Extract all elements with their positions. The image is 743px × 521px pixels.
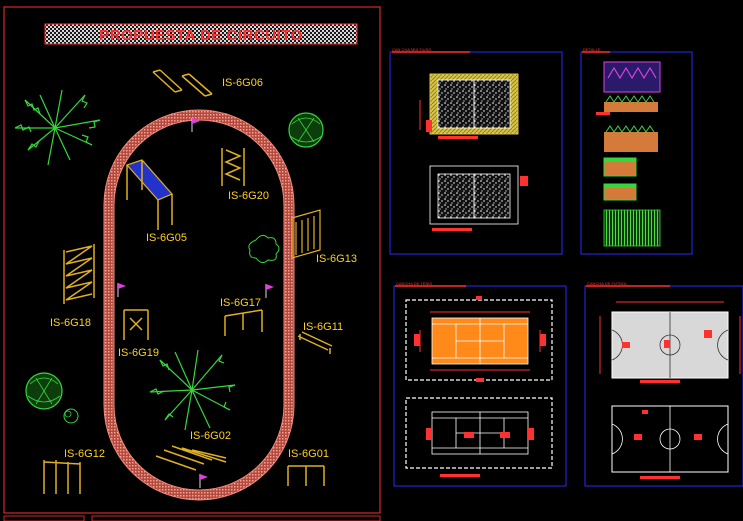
title-banner: PROPUESTA DE CIRCUITO — [44, 23, 358, 45]
equipment-is-6g05-icon — [125, 159, 173, 230]
label-is-6g13: IS-6G13 — [316, 253, 357, 265]
label-is-6g19: IS-6G19 — [118, 347, 159, 359]
court-plan-bottom — [429, 165, 519, 225]
panel-title: CAN CHA MULTIUSO — [392, 47, 431, 52]
equipment-is-6g17-icon — [224, 309, 263, 336]
running-track — [103, 109, 295, 501]
round-tree-icon — [288, 112, 324, 148]
round-tree-icon — [25, 372, 63, 410]
sheet-bottom-bar — [3, 515, 85, 521]
equipment-is-6g02-icon — [155, 445, 227, 471]
page-title: PROPUESTA DE CIRCUITO — [99, 27, 303, 44]
equipment-is-6g06-icon — [152, 69, 213, 97]
label-is-6g11: IS-6G11 — [303, 321, 343, 333]
equipment-is-6g01-icon — [287, 465, 325, 486]
equipment-is-6g19-icon — [123, 309, 149, 340]
label-is-6g12: IS-6G12 — [64, 448, 105, 460]
panel-soccer-court: CANCHA DE FUTBOL — [584, 281, 743, 487]
equipment-is-6g12-icon — [43, 460, 81, 494]
equipment-is-6g18-icon — [63, 244, 95, 304]
circuit-sheet-frame — [3, 6, 381, 514]
title-banner-bg — [44, 23, 358, 45]
panel-tennis-court: CANCHA DE TENIS — [393, 281, 567, 487]
shrub-icon — [248, 234, 280, 264]
panel-details: DETALLE — [580, 47, 693, 255]
equipment-is-6g13-icon — [291, 209, 321, 259]
flag-icon — [117, 283, 126, 297]
panel-title: DETALLE — [583, 47, 601, 52]
equipment-is-6g20-icon — [221, 148, 245, 186]
label-is-6g17: IS-6G17 — [220, 297, 261, 309]
equipment-is-6g11-icon — [297, 331, 333, 354]
label-is-6g02: IS-6G02 — [190, 430, 231, 442]
flag-icon — [199, 474, 208, 488]
label-is-6g06: IS-6G06 — [222, 77, 263, 89]
panel-multiuse-court: CAN CHA MULTIUSO — [389, 47, 563, 255]
circuit-sheet: PROPUESTA DE CIRCUITO — [3, 6, 381, 521]
palm-tree-icon — [149, 349, 236, 431]
flag-icon — [191, 118, 200, 132]
label-is-6g05: IS-6G05 — [146, 232, 187, 244]
sheet-bottom-bar-2 — [91, 515, 381, 521]
flag-icon — [265, 284, 274, 298]
track-inner-field — [113, 119, 285, 491]
label-is-6g20: IS-6G20 — [228, 190, 269, 202]
label-is-6g18: IS-6G18 — [50, 317, 91, 329]
panel-title: CANCHA DE FUTBOL — [587, 281, 628, 286]
panel-title: CANCHA DE TENIS — [396, 281, 432, 286]
label-is-6g01: IS-6G01 — [288, 448, 329, 460]
shrub-icon — [63, 408, 79, 424]
palm-tree-icon — [14, 89, 101, 166]
